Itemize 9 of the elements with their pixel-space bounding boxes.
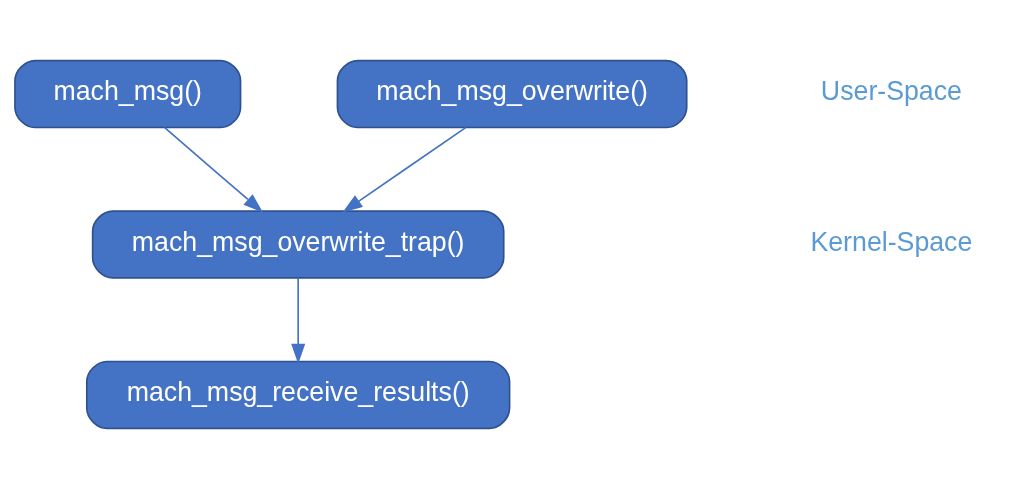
label: Kernel-Space (810, 226, 973, 257)
node-box: mach_msg() (14, 59, 242, 128)
node-box: mach_msg_overwrite_trap() (91, 209, 505, 279)
arrow (342, 126, 467, 212)
label: User-Space (820, 75, 962, 106)
node-box: mach_msg_overwrite() (336, 59, 688, 128)
node-box: mach_msg_receive_results() (85, 360, 511, 429)
arrow (291, 276, 306, 364)
arrow (163, 126, 264, 213)
